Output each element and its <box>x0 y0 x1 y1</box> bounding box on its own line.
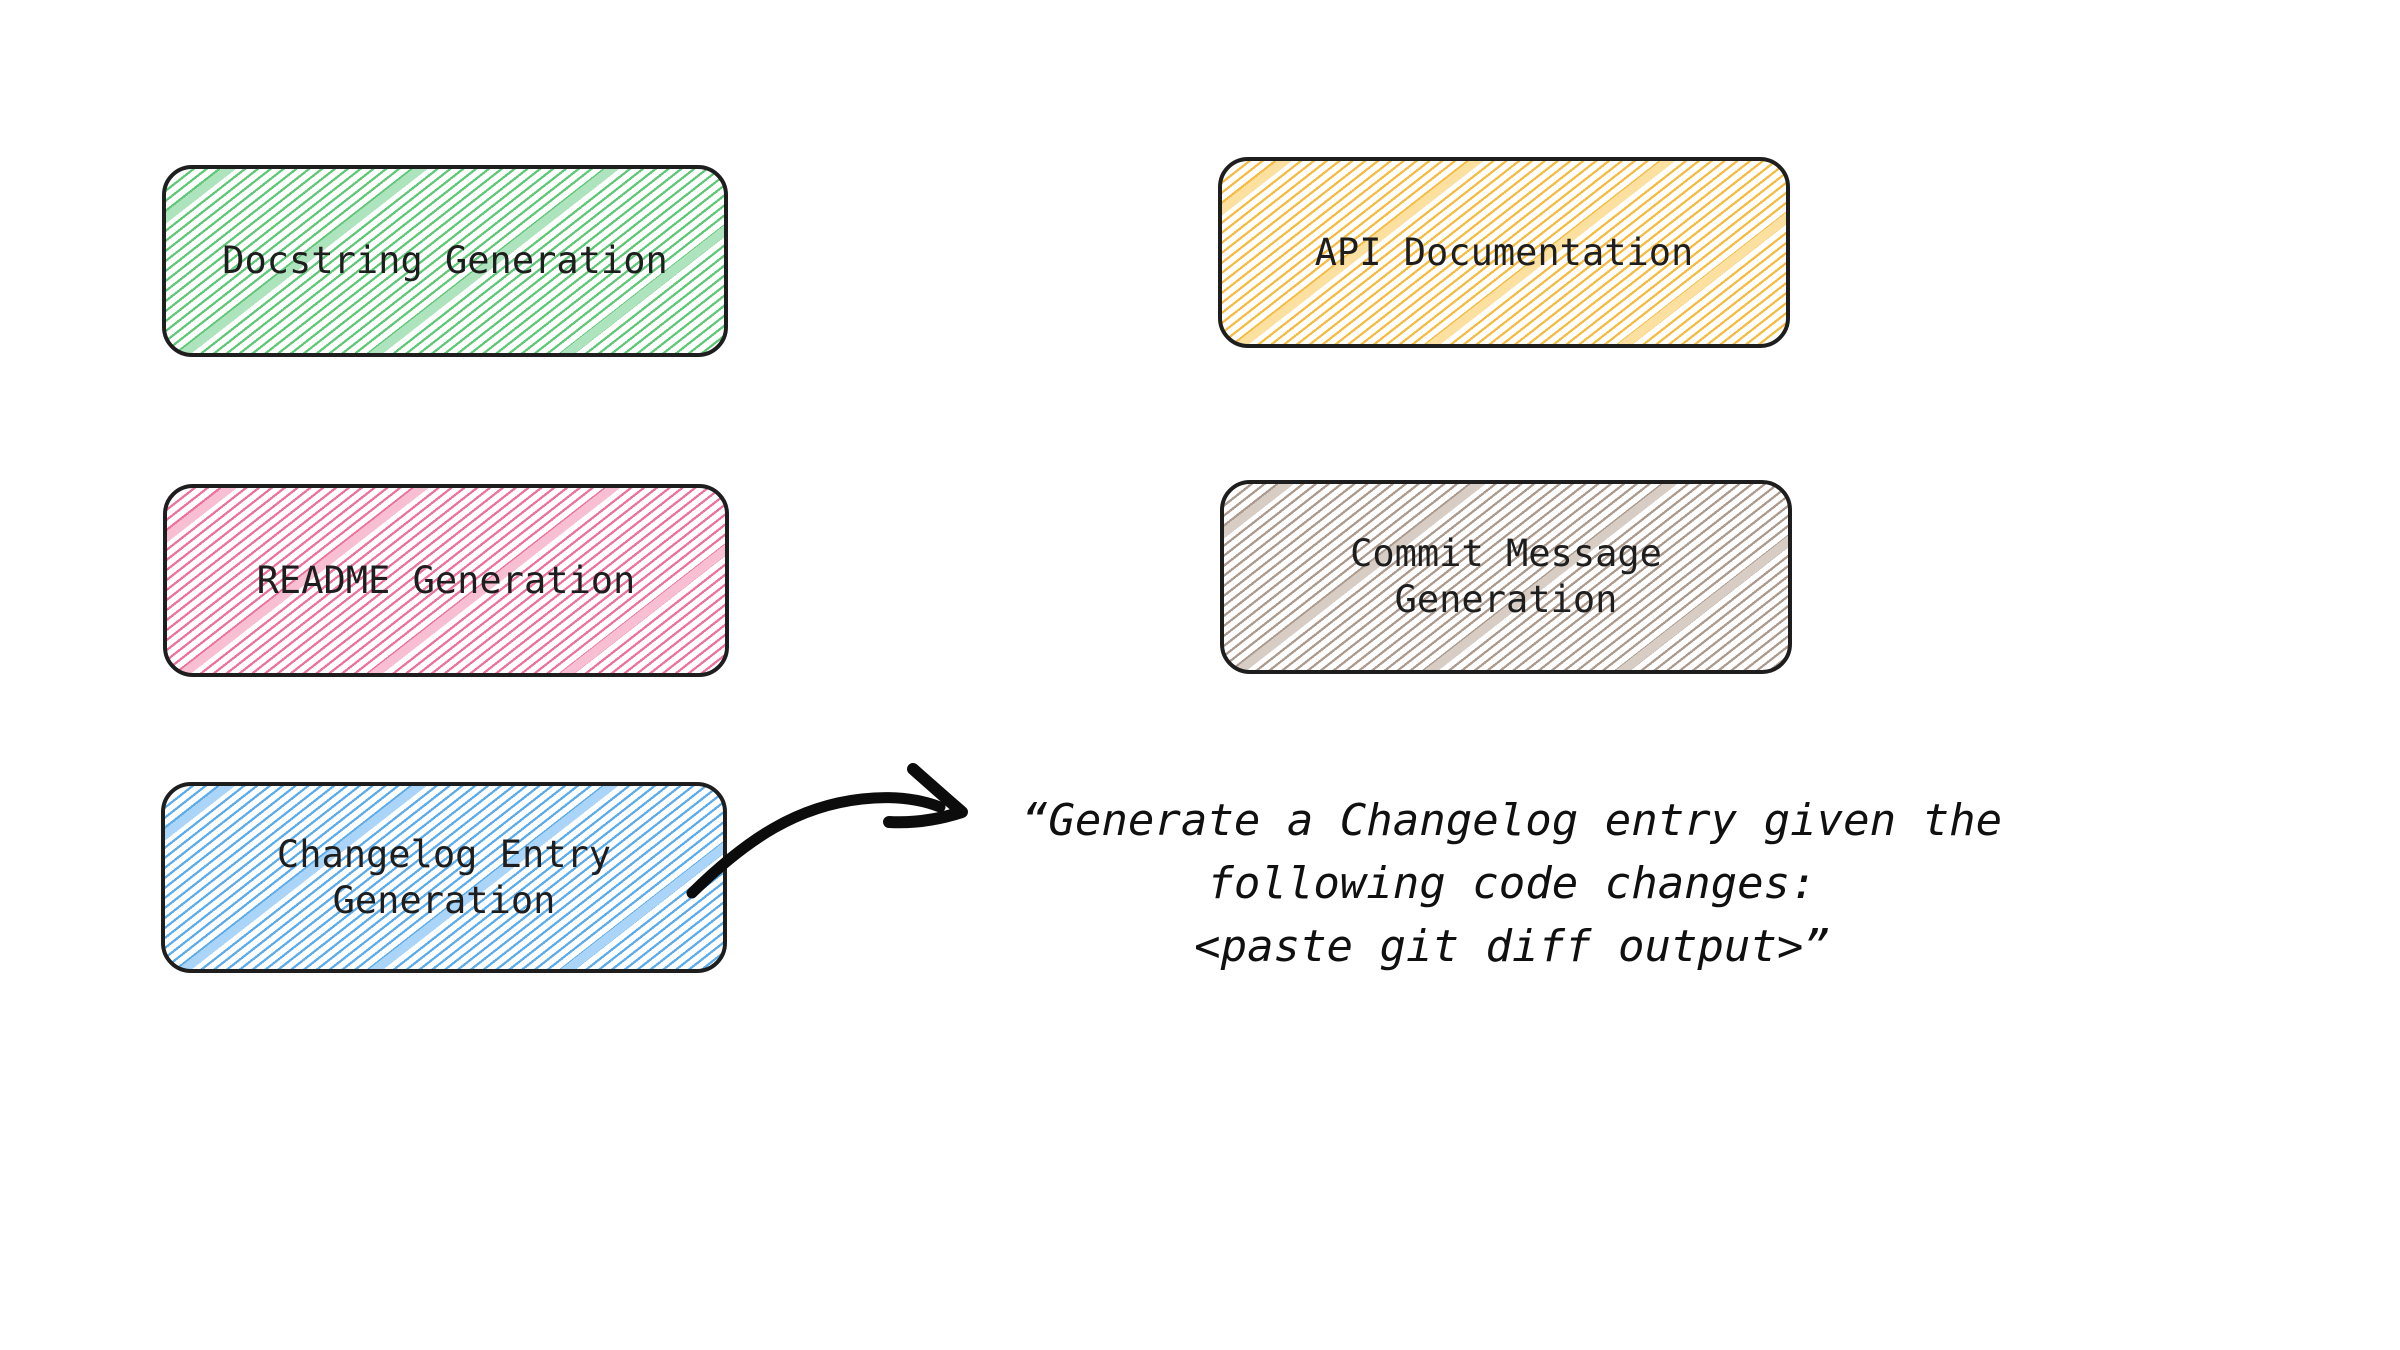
node-label: Commit Message Generation <box>1350 531 1662 623</box>
node-label-line: API Documentation <box>1314 230 1694 274</box>
node-label-line: README Generation <box>256 558 636 602</box>
node-label: README Generation <box>257 558 636 604</box>
node-commit-message-generation[interactable]: Commit Message Generation <box>1220 480 1792 674</box>
node-api-documentation[interactable]: API Documentation <box>1218 157 1790 348</box>
node-label-line: Changelog Entry <box>276 832 612 876</box>
arrow-head-icon <box>883 763 968 829</box>
prompt-annotation[interactable]: “Generate a Changelog entry given the fo… <box>992 789 2032 978</box>
node-docstring-generation[interactable]: Docstring Generation <box>162 165 728 357</box>
node-label-line: Generation <box>1394 578 1618 621</box>
node-label-line: Commit Message <box>1350 532 1662 575</box>
node-label: Changelog Entry Generation <box>277 832 611 924</box>
node-readme-generation[interactable]: README Generation <box>163 484 729 677</box>
node-label: API Documentation <box>1315 230 1694 276</box>
prompt-annotation-line: following code changes: <box>1207 858 1817 909</box>
prompt-annotation-line: <paste git diff output>” <box>1194 921 1830 972</box>
node-label: Docstring Generation <box>222 238 668 284</box>
prompt-annotation-line: “Generate a Changelog entry given the <box>1021 795 2003 846</box>
arrow-shaft <box>686 792 946 899</box>
node-changelog-entry-generation[interactable]: Changelog Entry Generation <box>161 782 727 973</box>
node-label-line: Generation <box>332 878 556 922</box>
node-label-line: Docstring Generation <box>222 239 668 282</box>
